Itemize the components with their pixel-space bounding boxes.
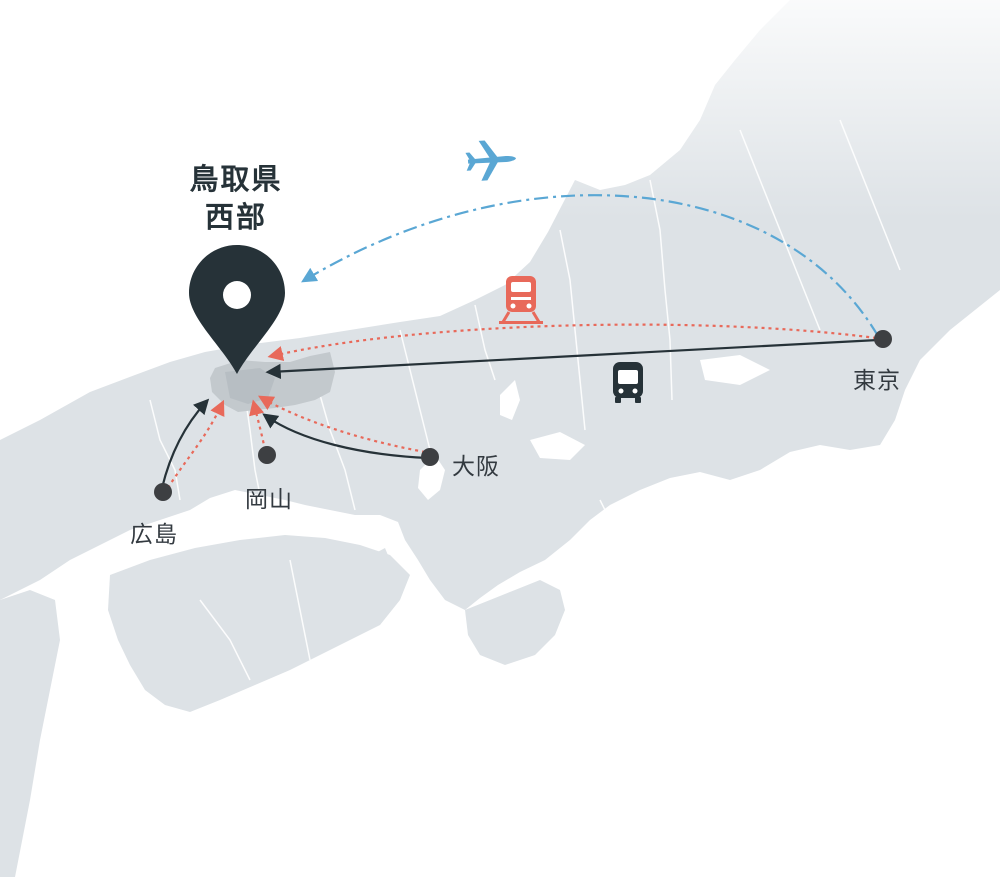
bus-icon bbox=[613, 362, 643, 403]
bus-route-osaka bbox=[262, 413, 429, 460]
tokyo-dot bbox=[874, 330, 892, 348]
okayama-dot bbox=[258, 446, 276, 464]
city-label-osaka: 大阪 bbox=[452, 454, 500, 480]
train-icon bbox=[499, 276, 543, 324]
osaka-dot bbox=[421, 448, 439, 466]
map-pin-icon bbox=[189, 245, 285, 374]
airplane-icon bbox=[465, 140, 516, 181]
city-label-hiroshima: 広島 bbox=[130, 522, 178, 548]
bus-route-tokyo bbox=[265, 338, 879, 380]
destination-title-line1: 鳥取県 bbox=[189, 162, 283, 196]
plane-route bbox=[301, 194, 879, 337]
train-route-osaka bbox=[258, 395, 426, 454]
city-label-tokyo: 東京 bbox=[853, 368, 901, 394]
hiroshima-dot bbox=[154, 483, 172, 501]
bus-route-hiroshima bbox=[160, 398, 210, 489]
train-route-okayama bbox=[249, 399, 267, 451]
destination-title-line2: 西部 bbox=[204, 200, 267, 234]
city-label-okayama: 岡山 bbox=[245, 487, 293, 513]
